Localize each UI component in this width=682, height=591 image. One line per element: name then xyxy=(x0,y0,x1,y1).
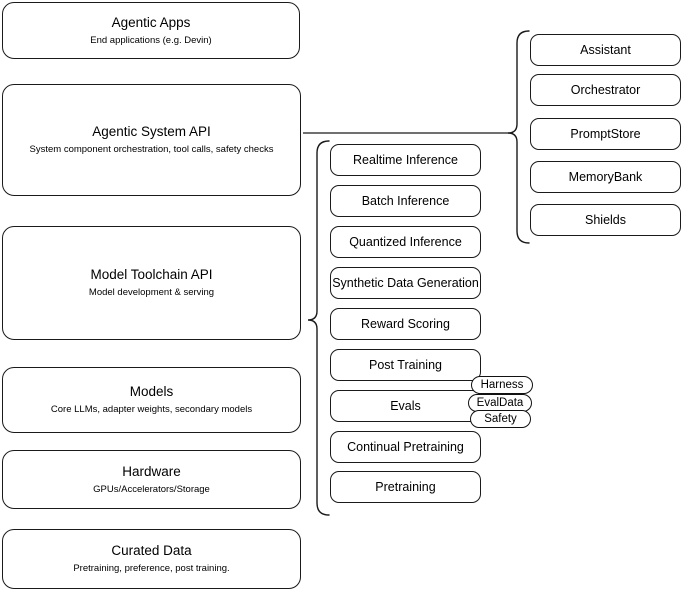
layer-subtitle: GPUs/Accelerators/Storage xyxy=(93,483,210,495)
chip-label: MemoryBank xyxy=(568,170,643,184)
system-chip-assistant[interactable]: Assistant xyxy=(530,34,681,66)
toolchain-chip-quantized-inference[interactable]: Quantized Inference xyxy=(330,226,481,258)
chip-label: Continual Pretraining xyxy=(347,440,464,454)
layer-box-agentic-apps[interactable]: Agentic Apps End applications (e.g. Devi… xyxy=(2,2,300,59)
toolchain-chip-post-training[interactable]: Post Training xyxy=(330,349,481,381)
chip-label: Realtime Inference xyxy=(353,153,458,167)
toolchain-chip-pretraining[interactable]: Pretraining xyxy=(330,471,481,503)
chip-label: Pretraining xyxy=(375,480,436,494)
chip-label: Reward Scoring xyxy=(361,317,450,331)
layer-subtitle: Pretraining, preference, post training. xyxy=(73,563,230,574)
layer-subtitle: Model development & serving xyxy=(88,287,215,298)
chip-label: Synthetic Data Generation xyxy=(332,276,479,290)
toolchain-chip-evals[interactable]: Evals xyxy=(330,390,481,422)
toolchain-chip-realtime-inference[interactable]: Realtime Inference xyxy=(330,144,481,176)
layer-title: Models xyxy=(129,384,174,399)
layer-title: Curated Data xyxy=(111,543,192,558)
chip-label: Quantized Inference xyxy=(349,235,462,249)
system-chip-shields[interactable]: Shields xyxy=(530,204,681,236)
layer-subtitle: Core LLMs, adapter weights, secondary mo… xyxy=(50,404,253,415)
layer-box-hardware[interactable]: Hardware GPUs/Accelerators/Storage xyxy=(2,450,301,509)
layer-subtitle: End applications (e.g. Devin) xyxy=(90,34,212,46)
chip-label: PromptStore xyxy=(570,127,641,141)
badge-label: Harness xyxy=(480,378,524,391)
evals-badge-safety[interactable]: Safety xyxy=(470,410,531,428)
badge-label: Safety xyxy=(484,412,517,425)
layer-title: Agentic Apps xyxy=(111,14,191,30)
brace-toolchain-components xyxy=(307,140,330,516)
layer-box-agentic-system-api[interactable]: Agentic System API System component orch… xyxy=(2,84,301,196)
chip-label: Batch Inference xyxy=(361,194,450,208)
system-chip-memorybank[interactable]: MemoryBank xyxy=(530,161,681,193)
layer-box-models[interactable]: Models Core LLMs, adapter weights, secon… xyxy=(2,367,301,433)
layer-box-model-toolchain-api[interactable]: Model Toolchain API Model development & … xyxy=(2,226,301,340)
toolchain-chip-batch-inference[interactable]: Batch Inference xyxy=(330,185,481,217)
toolchain-chip-synthetic-data-generation[interactable]: Synthetic Data Generation xyxy=(330,267,481,299)
chip-label: Evals xyxy=(390,399,421,413)
toolchain-chip-continual-pretraining[interactable]: Continual Pretraining xyxy=(330,431,481,463)
chip-label: Assistant xyxy=(580,43,631,57)
chip-label: Orchestrator xyxy=(570,83,641,97)
chip-label: Shields xyxy=(585,213,626,227)
layer-title: Model Toolchain API xyxy=(90,267,213,282)
chip-label: Post Training xyxy=(369,358,442,372)
toolchain-chip-reward-scoring[interactable]: Reward Scoring xyxy=(330,308,481,340)
layer-title: Hardware xyxy=(122,463,181,479)
layer-subtitle: System component orchestration, tool cal… xyxy=(29,144,274,155)
brace-system-components xyxy=(507,30,530,244)
badge-label: EvalData xyxy=(476,396,524,409)
system-chip-promptstore[interactable]: PromptStore xyxy=(530,118,681,150)
evals-badge-harness[interactable]: Harness xyxy=(471,376,533,394)
layer-box-curated-data[interactable]: Curated Data Pretraining, preference, po… xyxy=(2,529,301,589)
system-chip-orchestrator[interactable]: Orchestrator xyxy=(530,74,681,106)
layer-title: Agentic System API xyxy=(92,124,211,139)
